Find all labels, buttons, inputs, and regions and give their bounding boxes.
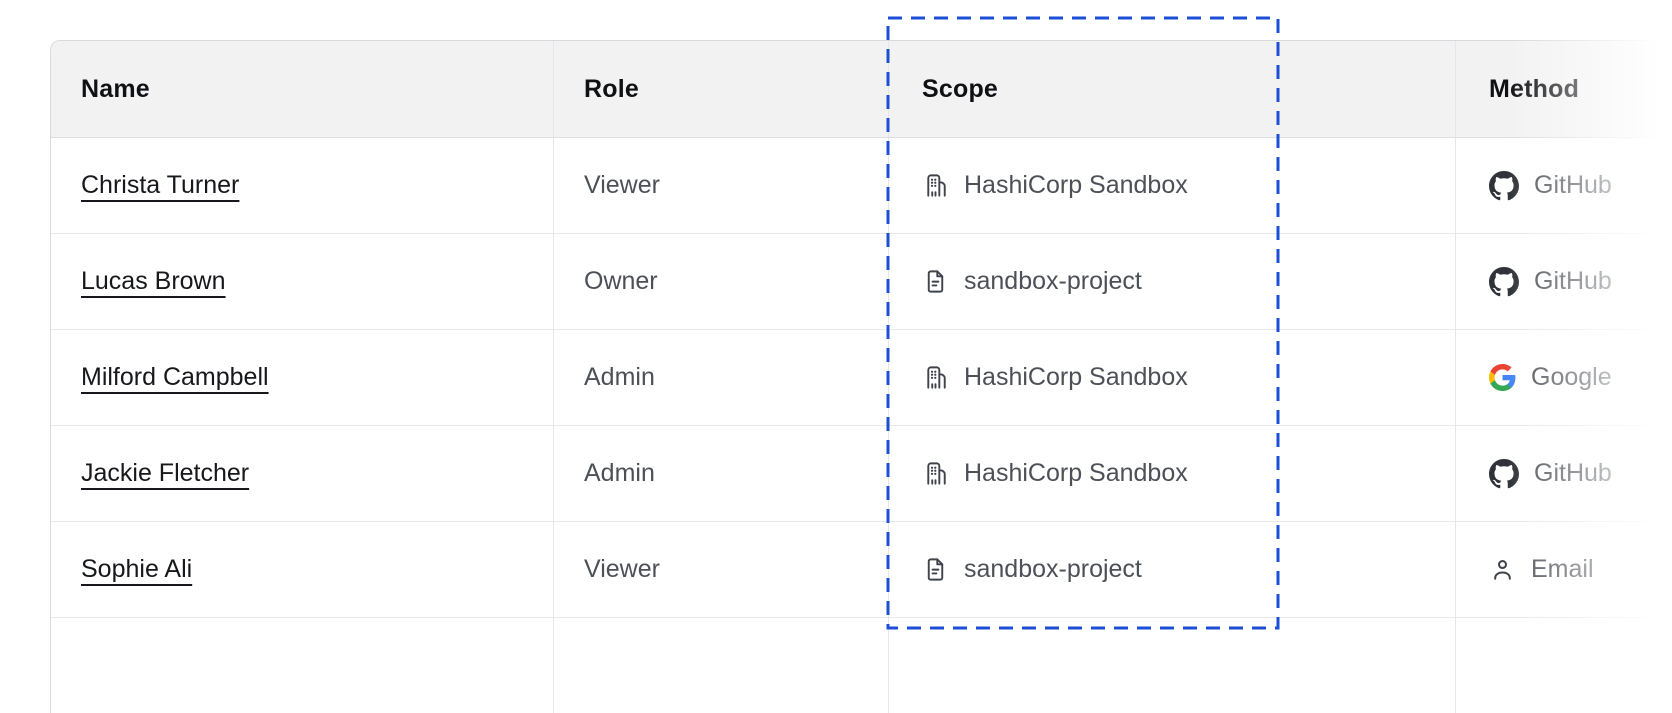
scope-cell: sandbox-project: [888, 522, 1455, 617]
method-cell: [1455, 618, 1672, 713]
table-header-row: Name Role Scope Method: [51, 41, 1672, 138]
table-row: Milford Campbell Admin HashiCorp Sandbox…: [51, 330, 1672, 426]
method-text: Email: [1531, 555, 1594, 583]
column-header-name-label: Name: [81, 74, 150, 103]
scope-cell: HashiCorp Sandbox: [888, 138, 1455, 233]
role-text: Viewer: [584, 171, 660, 199]
role-cell: [553, 618, 888, 713]
role-cell: Owner: [553, 234, 888, 329]
column-header-method-label: Method: [1489, 74, 1580, 103]
member-name-link[interactable]: Lucas Brown: [81, 267, 226, 295]
google-icon: [1489, 364, 1516, 391]
name-cell: Jackie Fletcher: [51, 426, 553, 521]
column-header-scope: Scope: [888, 41, 1455, 137]
column-header-method: Method: [1455, 41, 1672, 137]
scope-text: HashiCorp Sandbox: [964, 363, 1188, 391]
method-cell: Email: [1455, 522, 1672, 617]
role-cell: Viewer: [553, 138, 888, 233]
member-name-link[interactable]: Jackie Fletcher: [81, 459, 250, 487]
role-cell: Admin: [553, 426, 888, 521]
name-cell: [51, 618, 553, 713]
name-cell: Lucas Brown: [51, 234, 553, 329]
table-row: Lucas Brown Owner sandbox-project GitHub: [51, 234, 1672, 330]
scope-text: HashiCorp Sandbox: [964, 171, 1188, 199]
table-row: Jackie Fletcher Admin HashiCorp Sandbox …: [51, 426, 1672, 522]
method-text: GitHub: [1534, 171, 1612, 199]
column-header-name: Name: [51, 41, 553, 137]
member-name-link[interactable]: Milford Campbell: [81, 363, 269, 391]
member-name-link[interactable]: Sophie Ali: [81, 555, 193, 583]
table-row: Christa Turner Viewer HashiCorp Sandbox …: [51, 138, 1672, 234]
scope-cell: [888, 618, 1455, 713]
scope-text: sandbox-project: [964, 267, 1142, 295]
scope-text: HashiCorp Sandbox: [964, 459, 1188, 487]
github-icon: [1489, 171, 1519, 201]
role-text: Owner: [584, 267, 658, 295]
name-cell: Milford Campbell: [51, 330, 553, 425]
github-icon: [1489, 459, 1519, 489]
members-table: Name Role Scope Method Christa Turner Vi…: [50, 40, 1672, 713]
name-cell: Sophie Ali: [51, 522, 553, 617]
role-text: Viewer: [584, 555, 660, 583]
table-row-partial: [51, 618, 1672, 713]
role-cell: Admin: [553, 330, 888, 425]
scope-cell: sandbox-project: [888, 234, 1455, 329]
file-document-icon: [922, 556, 949, 583]
method-text: GitHub: [1534, 459, 1612, 487]
scope-cell: HashiCorp Sandbox: [888, 330, 1455, 425]
method-text: GitHub: [1534, 267, 1612, 295]
organization-building-icon: [922, 460, 949, 487]
role-cell: Viewer: [553, 522, 888, 617]
method-cell: GitHub: [1455, 138, 1672, 233]
scope-cell: HashiCorp Sandbox: [888, 426, 1455, 521]
role-text: Admin: [584, 459, 655, 487]
file-document-icon: [922, 268, 949, 295]
method-text: Google: [1531, 363, 1612, 391]
github-icon: [1489, 267, 1519, 297]
scope-text: sandbox-project: [964, 555, 1142, 583]
method-cell: Google: [1455, 330, 1672, 425]
column-header-scope-label: Scope: [922, 74, 999, 103]
method-cell: GitHub: [1455, 234, 1672, 329]
method-cell: GitHub: [1455, 426, 1672, 521]
table-row: Sophie Ali Viewer sandbox-project Email: [51, 522, 1672, 618]
member-name-link[interactable]: Christa Turner: [81, 171, 240, 199]
column-header-role: Role: [553, 41, 888, 137]
column-header-role-label: Role: [584, 74, 639, 103]
organization-building-icon: [922, 364, 949, 391]
role-text: Admin: [584, 363, 655, 391]
organization-building-icon: [922, 172, 949, 199]
user-icon: [1489, 556, 1516, 583]
name-cell: Christa Turner: [51, 138, 553, 233]
